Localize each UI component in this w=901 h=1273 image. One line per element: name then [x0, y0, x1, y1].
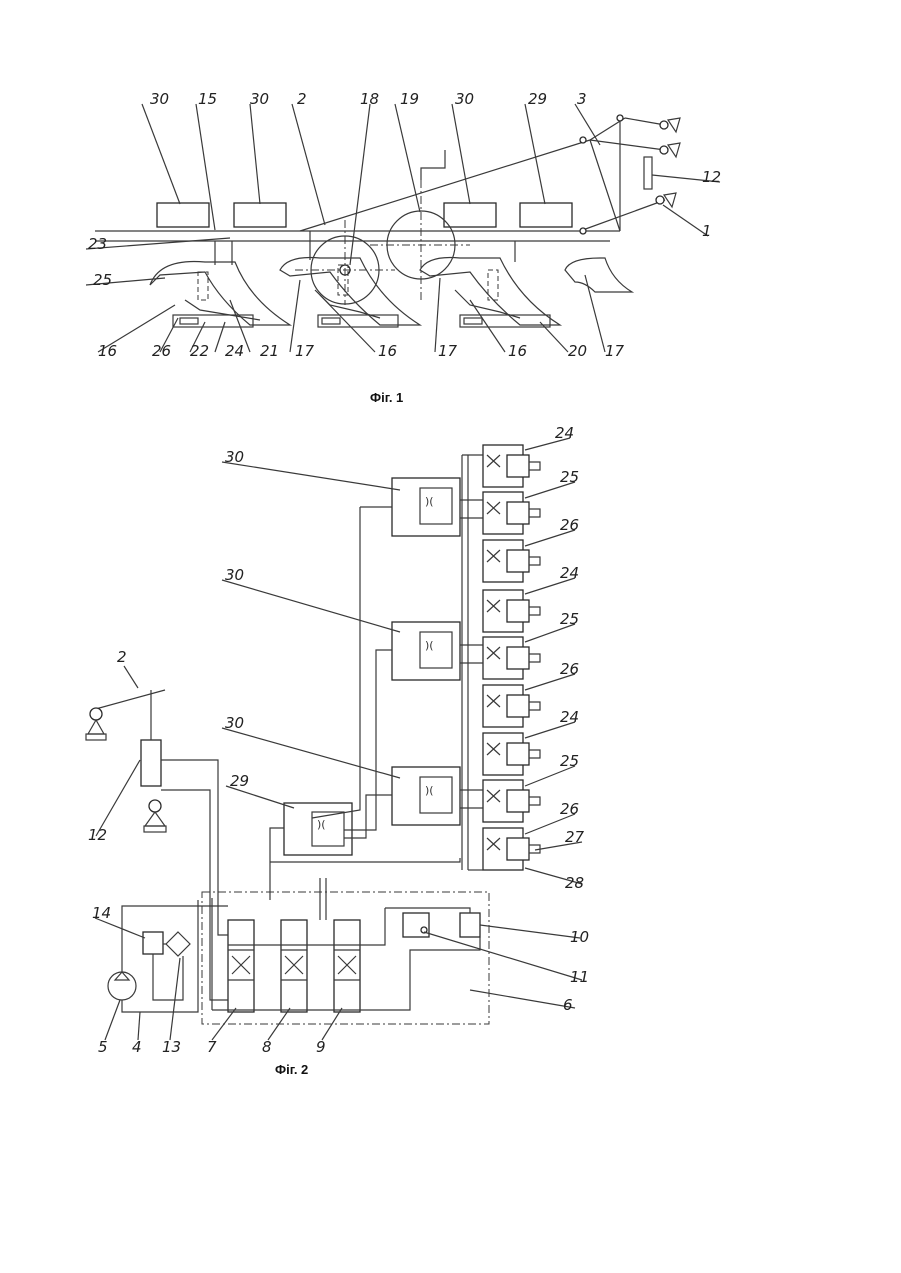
fig2-label: 9 [316, 1038, 326, 1056]
relief-valve-14 [143, 932, 163, 954]
fig2-label: 14 [92, 904, 111, 922]
fig1-label: 12 [702, 168, 721, 186]
fig1-label: 30 [250, 90, 269, 108]
fig1-label: 16 [98, 342, 117, 360]
fig1-label: 16 [508, 342, 527, 360]
svg-text:)(: )( [425, 784, 434, 797]
figure-2-caption: Фіг. 2 [275, 1062, 308, 1077]
fig1-label: 19 [400, 90, 419, 108]
valve-9 [334, 920, 360, 1012]
fig2-label: 8 [262, 1038, 272, 1056]
valve-8 [281, 920, 307, 1012]
fig1-label: 29 [528, 90, 547, 108]
fig2-label: 26 [560, 800, 579, 818]
fig2-label: 5 [98, 1038, 108, 1056]
fig2-label: 26 [560, 516, 579, 534]
fig1-label: 1 [702, 222, 712, 240]
fig2-label: 13 [162, 1038, 181, 1056]
box-30-b [234, 203, 286, 227]
valve-7 [228, 920, 254, 1012]
fig2-label: 24 [555, 424, 574, 442]
fig2-label: 10 [570, 928, 589, 946]
fig2-label: 28 [565, 874, 584, 892]
fig2-label: 30 [225, 714, 244, 732]
fig2-label: 26 [560, 660, 579, 678]
fig2-label: 30 [225, 566, 244, 584]
fig1-label: 15 [198, 90, 217, 108]
fig2-label: 25 [560, 752, 579, 770]
fig1-label: 17 [295, 342, 315, 360]
box-30-c [444, 203, 496, 227]
svg-text:)(: )( [425, 495, 434, 508]
fig2-label: 2 [117, 648, 127, 666]
svg-text:)(: )( [317, 818, 326, 831]
valve-10 [460, 913, 480, 937]
fig1-label: 18 [360, 90, 379, 108]
fig2-label: 7 [207, 1038, 217, 1056]
fig1-label: 17 [438, 342, 458, 360]
box-30-a [157, 203, 209, 227]
fig2-label: 6 [563, 996, 573, 1014]
fig1-label: 16 [378, 342, 397, 360]
fig2-label: 27 [565, 828, 585, 846]
cylinder-12-fig2 [141, 740, 161, 786]
fig1-label: 17 [605, 342, 625, 360]
fig1-label: 21 [260, 342, 279, 360]
fig2-label: 25 [560, 610, 579, 628]
fig1-label: 30 [150, 90, 169, 108]
fig2-label: 24 [560, 564, 579, 582]
fig1-label: 22 [190, 342, 209, 360]
fig2-label: 24 [560, 708, 579, 726]
figure-1-plough-frame [86, 104, 720, 352]
fig2-label: 11 [570, 968, 589, 986]
valve-column [483, 445, 540, 870]
fig2-label: 29 [230, 772, 249, 790]
fig1-label: 25 [93, 271, 112, 289]
filter-13 [166, 932, 190, 956]
fig1-label: 24 [225, 342, 244, 360]
fig2-label: 4 [132, 1038, 142, 1056]
fig1-label: 26 [152, 342, 171, 360]
cylinder-12-fig1 [644, 157, 652, 189]
fig1-label: 23 [88, 235, 107, 253]
figure-2-hydraulic-schematic: )( )( )( )( [86, 445, 540, 1024]
fig1-label: 3 [577, 90, 587, 108]
fig1-label: 30 [455, 90, 474, 108]
fig2-label: 12 [88, 826, 107, 844]
svg-text:)(: )( [425, 639, 434, 652]
pump-5 [108, 972, 136, 1000]
figure-1-caption: Фіг. 1 [370, 390, 403, 405]
fig2-label: 30 [225, 448, 244, 466]
box-29 [520, 203, 572, 227]
fig2-label: 25 [560, 468, 579, 486]
fig1-label: 2 [297, 90, 307, 108]
fig1-label: 20 [568, 342, 587, 360]
